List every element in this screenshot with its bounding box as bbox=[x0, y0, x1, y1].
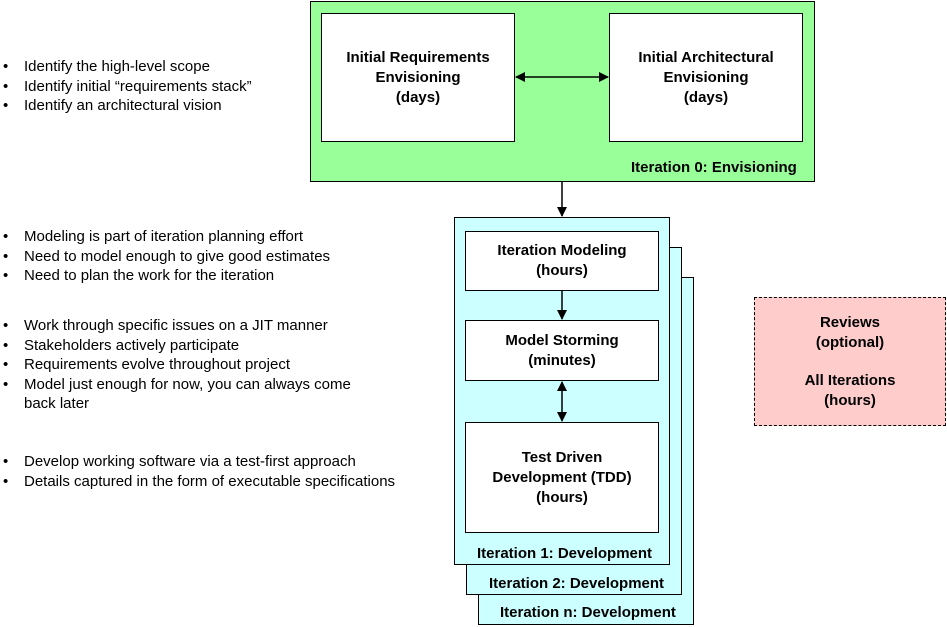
bullet-item: Identify the high-level scope bbox=[0, 57, 300, 77]
tdd-line-3: (hours) bbox=[536, 488, 588, 506]
tdd-box: Test Driven Development (TDD) (hours) bbox=[465, 422, 659, 533]
tdd-bullets: Develop working software via a test-firs… bbox=[0, 452, 440, 491]
iteration-modeling-line-2: (hours) bbox=[536, 262, 588, 279]
bullet-item: Identify initial “requirements stack” bbox=[0, 77, 300, 97]
requirements-line-1: Initial Requirements bbox=[346, 48, 490, 66]
bullet-item: Need to model enough to give good estima… bbox=[0, 247, 400, 267]
iteration-1-caption: Iteration 1: Development bbox=[477, 545, 653, 562]
architecture-envisioning-box: Initial Architectural Envisioning (days) bbox=[609, 13, 803, 142]
tdd-line-1: Test Driven bbox=[521, 448, 603, 466]
envisioning-caption: Iteration 0: Envisioning bbox=[631, 159, 797, 176]
requirements-line-2: Envisioning bbox=[375, 68, 461, 86]
bullet-item: Develop working software via a test-firs… bbox=[0, 452, 440, 472]
reviews-title: Reviews bbox=[819, 314, 881, 331]
architecture-line-2: Envisioning bbox=[663, 68, 749, 86]
bullet-item: Requirements evolve throughout project bbox=[0, 355, 380, 375]
iteration-modeling-bullets: Modeling is part of iteration planning e… bbox=[0, 227, 400, 286]
bullet-item: Identify an architectural vision bbox=[0, 96, 300, 116]
bullet-item: Work through specific issues on a JIT ma… bbox=[0, 316, 380, 336]
bullet-item: Stakeholders actively participate bbox=[0, 336, 380, 356]
bullet-item: Details captured in the form of executab… bbox=[0, 472, 440, 492]
envisioning-bullets: Identify the high-level scope Identify i… bbox=[0, 57, 300, 116]
model-storming-line-1: Model Storming bbox=[505, 331, 619, 349]
reviews-optional: (optional) bbox=[815, 333, 885, 351]
bullet-item: Need to plan the work for the iteration bbox=[0, 266, 400, 286]
bullet-item: Modeling is part of iteration planning e… bbox=[0, 227, 400, 247]
reviews-hours: (hours) bbox=[824, 391, 876, 409]
iteration-modeling-line-1: Iteration Modeling bbox=[497, 242, 627, 259]
architecture-line-3: (days) bbox=[683, 88, 729, 106]
reviews-all-iterations: All Iterations bbox=[804, 372, 896, 389]
model-storming-box: Model Storming (minutes) bbox=[465, 320, 659, 381]
architecture-line-1: Initial Architectural bbox=[638, 48, 774, 66]
model-storming-line-2: (minutes) bbox=[528, 351, 596, 369]
bullet-item: Model just enough for now, you can alway… bbox=[0, 375, 380, 414]
requirements-envisioning-box: Initial Requirements Envisioning (days) bbox=[321, 13, 515, 142]
requirements-line-3: (days) bbox=[395, 88, 441, 106]
tdd-line-2: Development (TDD) bbox=[492, 468, 632, 486]
iteration-n-caption: Iteration n: Development bbox=[500, 604, 676, 621]
iteration-2-caption: Iteration 2: Development bbox=[489, 575, 665, 592]
model-storming-bullets: Work through specific issues on a JIT ma… bbox=[0, 316, 380, 414]
iteration-modeling-box: Iteration Modeling (hours) bbox=[465, 231, 659, 291]
reviews-box: Reviews (optional) All Iterations (hours… bbox=[754, 297, 946, 426]
